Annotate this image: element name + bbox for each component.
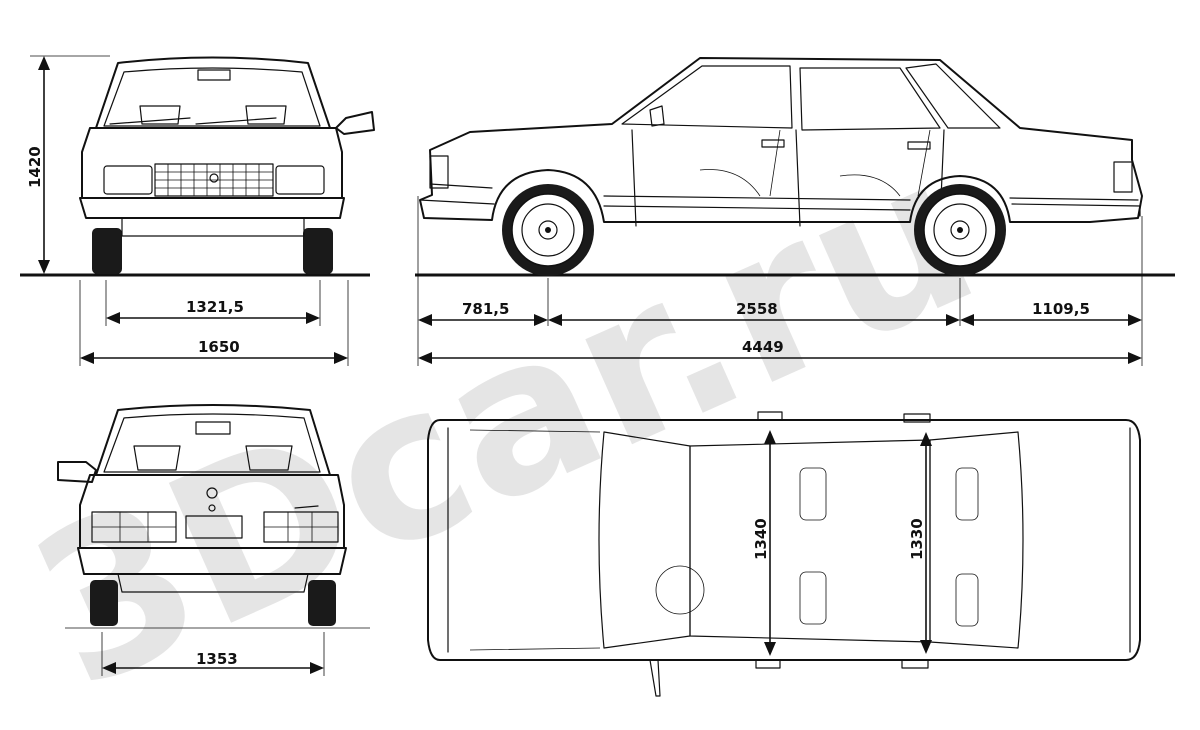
side-body-outline (419, 57, 1143, 223)
top-rear-seat-right (955, 467, 979, 521)
top-steering-wheel (655, 565, 705, 615)
rear-badge-icon (206, 487, 218, 499)
side-quarter-window (905, 63, 1001, 129)
front-grille-slats (155, 164, 273, 196)
dim-label-rear-track: 1353 (196, 650, 238, 668)
rear-script-badge (294, 505, 319, 509)
front-view (79, 56, 375, 274)
side-rear-door-handle (907, 141, 931, 150)
front-headlight-left (103, 165, 153, 195)
front-badge-icon (209, 173, 219, 183)
dim-label-rear-interior-width: 1330 (908, 518, 926, 560)
side-front-window (621, 65, 793, 129)
rear-window (103, 413, 321, 473)
top-body-outline (427, 419, 1141, 661)
side-mirror (649, 105, 665, 127)
side-moulding (429, 183, 1139, 201)
dim-label-length: 4449 (742, 338, 784, 356)
rear-valance (117, 573, 309, 593)
rear-lock-icon (208, 504, 216, 512)
front-wipers (109, 117, 277, 125)
front-rear-view-mirror (197, 69, 231, 81)
front-bumper (79, 197, 345, 219)
side-taillight (1113, 161, 1133, 193)
top-mirror-top (757, 411, 783, 421)
top-front-seat-left (799, 571, 827, 625)
rear-seat-right (245, 445, 293, 471)
dim-label-front-width: 1650 (198, 338, 240, 356)
rear-view (57, 404, 347, 626)
dim-label-front-track: 1321,5 (186, 298, 244, 316)
dim-label-front-overhang: 781,5 (462, 300, 509, 318)
top-windshield (598, 431, 691, 649)
top-rear-window (929, 431, 1024, 649)
dim-label-front-interior-width: 1340 (752, 518, 770, 560)
top-bonnet-lines (469, 429, 601, 651)
watermark: 3Dcar.ru (1, 108, 1008, 730)
side-front-wheel (502, 184, 594, 276)
front-left-tyre (92, 228, 122, 274)
front-side-mirror (335, 111, 375, 135)
dim-label-front-height: 1420 (26, 146, 44, 188)
top-door-handle-bottom (901, 659, 929, 669)
side-front-door-handle (761, 139, 785, 148)
top-rear-seat-left (955, 573, 979, 627)
front-windshield (103, 67, 321, 127)
front-roof-outline (95, 56, 331, 129)
side-headlight (429, 155, 449, 189)
front-seat-right (245, 105, 287, 125)
rear-right-tyre (308, 580, 336, 626)
front-valance (121, 217, 305, 237)
top-mirror-bottom (755, 659, 781, 669)
top-antenna (649, 659, 661, 697)
rear-interior-mirror (195, 421, 231, 435)
dim-label-wheelbase: 2558 (736, 300, 778, 318)
dim-label-rear-overhang: 1109,5 (1032, 300, 1090, 318)
side-rear-window (799, 67, 941, 131)
top-roof (689, 439, 931, 643)
rear-number-plate (185, 515, 243, 539)
rear-bumper (77, 547, 347, 575)
rear-side-mirror (57, 461, 97, 483)
front-seat-left (139, 105, 181, 125)
dimension-annotations: 1420 1321,5 1650 1353 781,5 2558 (26, 55, 1143, 676)
rear-roof-outline (95, 404, 331, 476)
top-bumpers (447, 427, 1131, 653)
top-door-handle-top (903, 413, 931, 423)
watermark-text: 3Dcar.ru (1, 108, 1008, 730)
front-right-tyre (303, 228, 333, 274)
side-bumpers (419, 199, 1141, 217)
front-headlight-right (275, 165, 325, 195)
front-body (81, 127, 343, 199)
top-front-seat-right (799, 467, 827, 521)
side-interior-lines (699, 129, 931, 197)
rear-left-tyre (90, 580, 118, 626)
side-view (419, 57, 1143, 276)
rear-seat-left (133, 445, 181, 471)
side-rear-wheel (914, 184, 1006, 276)
